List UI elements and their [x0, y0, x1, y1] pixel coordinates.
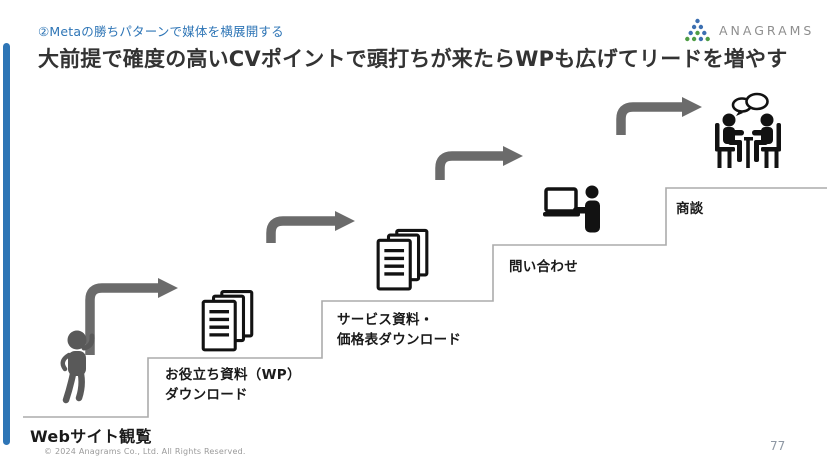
- step-label-inquiry: 問い合わせ: [509, 258, 578, 278]
- step-arrow-4: [616, 97, 702, 135]
- page-title: 大前提で確度の高いCVポイントで頭打ちが来たらWPも広げてリードを増やす: [38, 47, 788, 71]
- accent-bar: [3, 43, 10, 445]
- step-label-line: 価格表ダウンロード: [337, 331, 462, 348]
- anagrams-logo: ANAGRAMS: [684, 18, 814, 43]
- documents-icon: [201, 290, 254, 352]
- funnel-base-label: Webサイト観覧: [30, 427, 152, 446]
- person-laptop-icon: [543, 185, 600, 233]
- dot-triangle-logo-icon: [685, 18, 710, 42]
- step-arrow-1: [85, 278, 178, 355]
- step-label-service-price-download: サービス資料・ 価格表ダウンロード: [337, 311, 461, 350]
- meeting-icon: [715, 92, 781, 168]
- step-arrow-2: [266, 211, 355, 243]
- step-arrow-3: [435, 146, 523, 180]
- stair-outline: [23, 187, 827, 418]
- step-label-line: サービス資料・: [337, 312, 434, 328]
- documents-icon: [376, 228, 429, 291]
- step-label-line: お役立ち資料（WP）: [165, 367, 301, 383]
- person-thinking-icon: [60, 330, 95, 404]
- step-label-wp-download: お役立ち資料（WP） ダウンロード: [165, 366, 301, 405]
- page-number: 77: [770, 439, 786, 453]
- step-label-line: ダウンロード: [165, 386, 248, 403]
- step-label-meeting: 商談: [676, 200, 704, 220]
- step-label-line: 問い合わせ: [509, 259, 578, 275]
- step-label-line: 商談: [676, 201, 704, 217]
- copyright-text: © 2024 Anagrams Co., Ltd. All Rights Res…: [44, 447, 246, 456]
- logo-wordmark: ANAGRAMS: [719, 23, 815, 38]
- slide-subtitle: ②Metaの勝ちパターンで媒体を横展開する: [38, 24, 284, 39]
